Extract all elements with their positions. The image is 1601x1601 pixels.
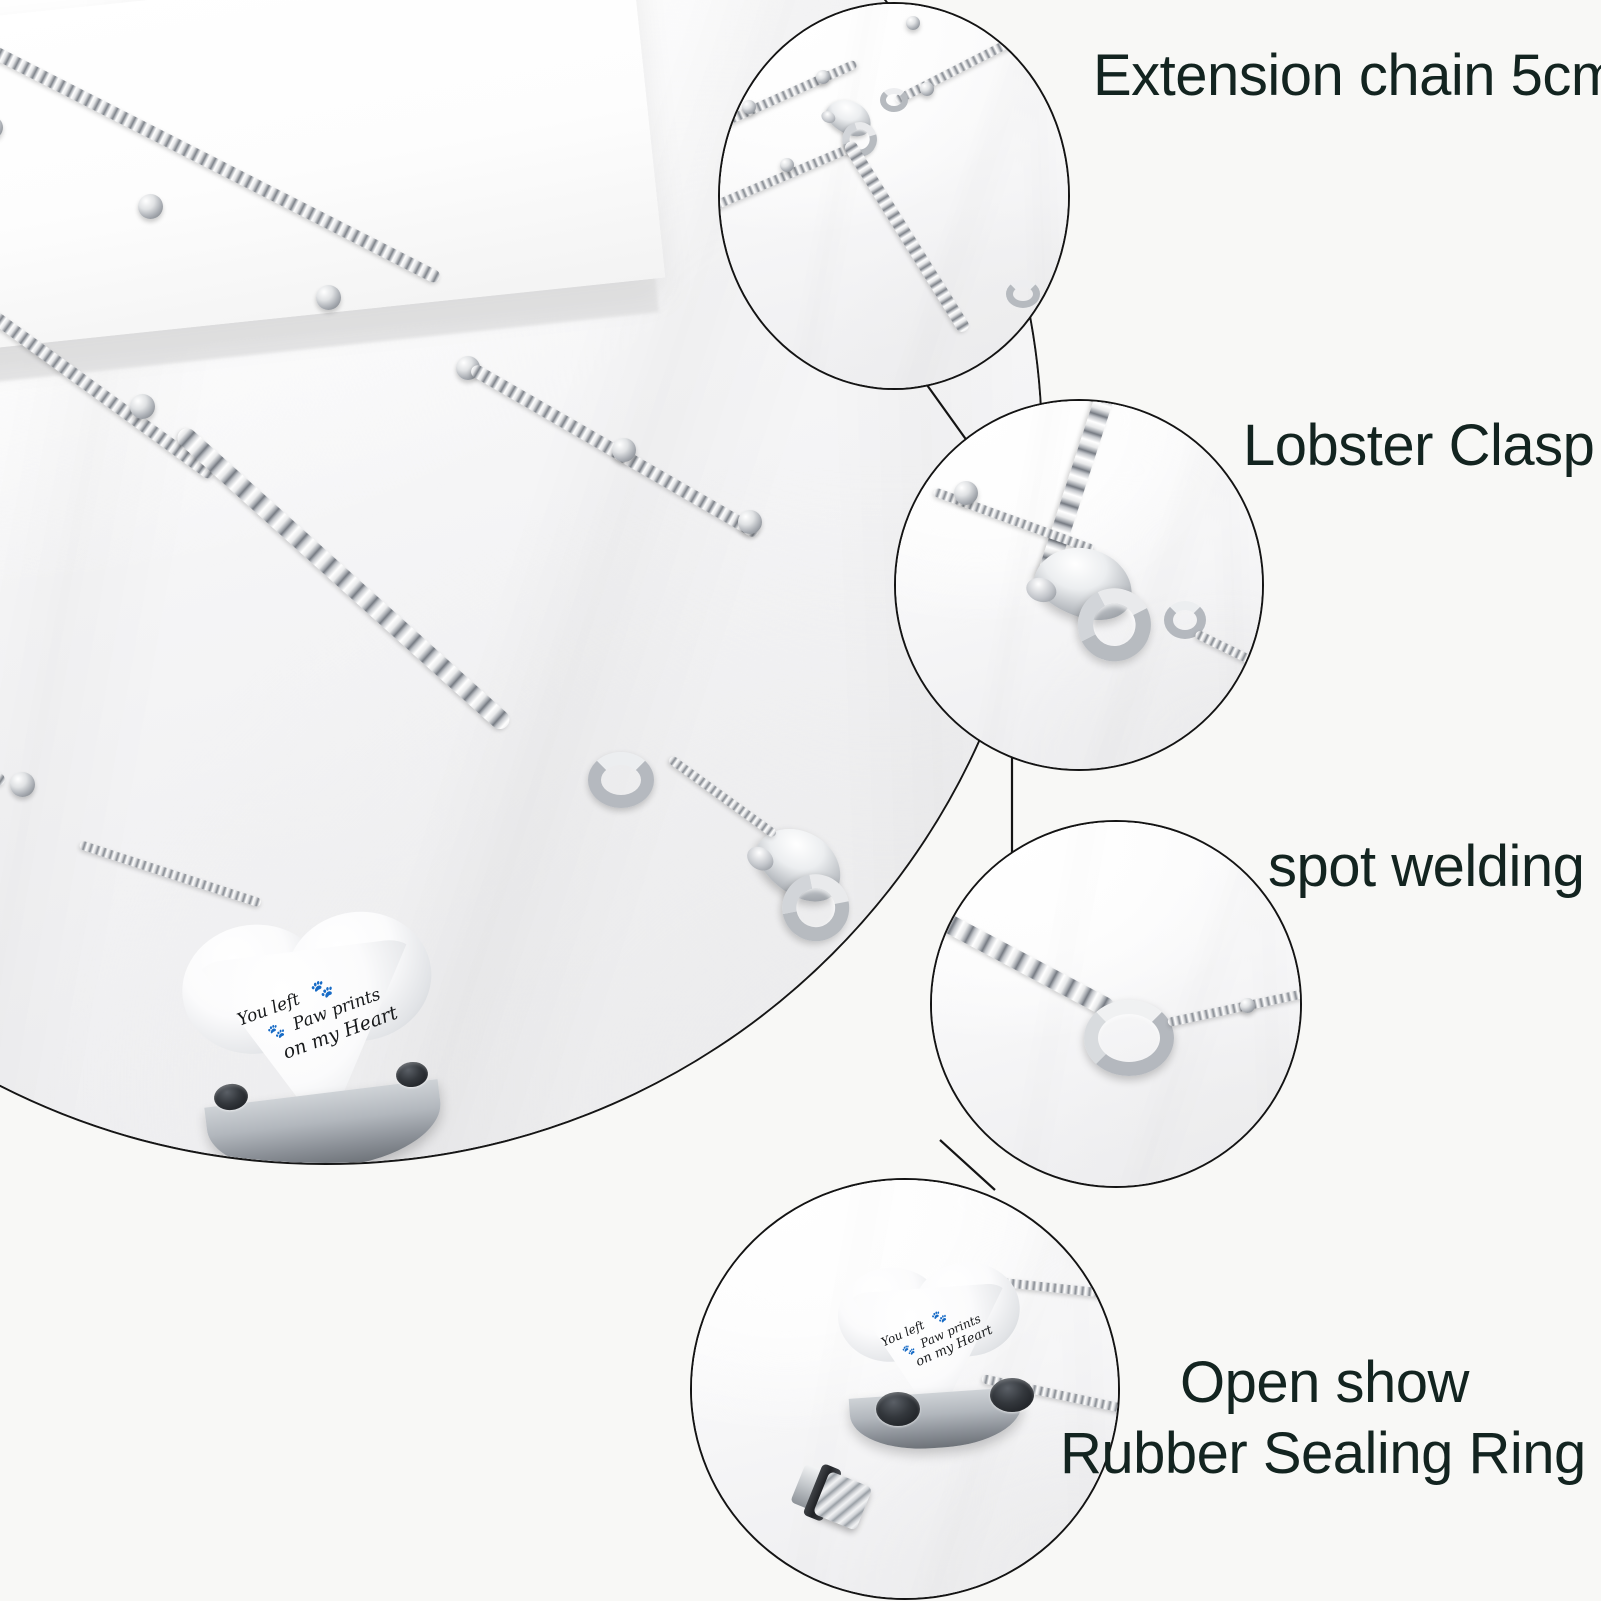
spot-welded-jump-ring (1084, 1000, 1174, 1076)
callout-lobster-clasp (894, 399, 1264, 771)
chain-bead (316, 285, 341, 310)
chain-bead (138, 194, 163, 219)
callout-folds (720, 4, 1068, 388)
callout-extension-chain (718, 2, 1070, 390)
extension-chain-end-ring (1006, 280, 1040, 308)
label-lobster-clasp: Lobster Clasp (1243, 413, 1595, 478)
chain-bead (816, 70, 830, 84)
chain-bead (130, 394, 155, 419)
chain-bead (10, 772, 35, 797)
label-spot-welding: spot welding (1268, 834, 1585, 899)
chain-bead (738, 510, 762, 534)
label-extension-chain: Extension chain 5cm (1093, 43, 1601, 108)
callout-backdrop (720, 4, 1068, 388)
callout-spot-welding (930, 820, 1302, 1188)
chain-bead (742, 100, 756, 114)
clasp-connector-ring (880, 88, 908, 112)
callout-open-show: You left 🐾 🐾 Paw prints on my Heart (690, 1178, 1120, 1600)
label-open-show: Open show Rubber Sealing Ring (1060, 1348, 1586, 1490)
urn-screw-hole-open (876, 1392, 920, 1426)
chain-bead (906, 16, 920, 30)
heart-urn-pendant: You left 🐾 🐾 Paw prints on my Heart (174, 900, 449, 1163)
chain-bead (1240, 998, 1255, 1013)
clasp-jump-ring (1164, 601, 1206, 639)
chain-bead (0, 116, 3, 139)
label-open-show-line1: Open show (1180, 1350, 1469, 1415)
extension-end-ring (588, 752, 654, 808)
label-open-show-line2: Rubber Sealing Ring (1060, 1420, 1586, 1486)
chain-bead (920, 82, 934, 96)
chain-bead (954, 481, 978, 505)
chain-bead (780, 158, 794, 172)
chain-bead (612, 438, 636, 462)
urn-screw-hole-open (990, 1378, 1034, 1412)
